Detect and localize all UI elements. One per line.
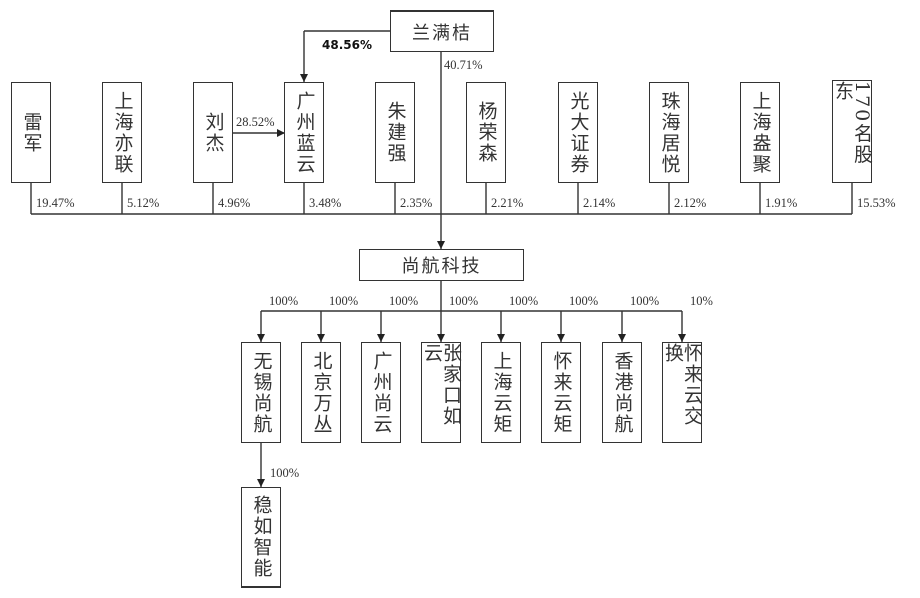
shareholder-name: 上海亦联 <box>111 90 134 175</box>
arrow-down-icon <box>497 334 505 342</box>
shareholder-pct-label: 2.12% <box>674 196 707 210</box>
subsidiary-pct-label: 10% <box>690 294 713 308</box>
subsidiary-name: 广州尚云 <box>370 350 393 435</box>
indirect-pct-label: 48.56% <box>322 38 372 52</box>
arrow-down-icon <box>257 334 265 342</box>
subsidiary-pct-label: 100% <box>329 294 359 308</box>
arrow-down-icon <box>618 334 626 342</box>
shareholder-name: 上海盎聚 <box>749 90 772 175</box>
subsidiary-pct-label: 100% <box>509 294 539 308</box>
subsidiary-pct-label: 100% <box>449 294 479 308</box>
shareholder-name: 雷军 <box>20 111 43 154</box>
shareholder-pct-label: 2.14% <box>583 196 616 210</box>
shareholder-pct-label: 2.21% <box>491 196 524 210</box>
liujie-lanyun-pct-label: 28.52% <box>236 115 275 129</box>
subsidiary-box: 北京万丛 <box>301 342 341 443</box>
shareholder-box: 上海亦联 <box>102 82 142 183</box>
arrow-down-icon <box>678 334 686 342</box>
arrow-down-icon <box>437 334 445 342</box>
subsidiary-name: 怀来云交换 <box>662 343 703 427</box>
company-box: 尚航科技 <box>359 249 524 281</box>
top-holder-name: 兰满桔 <box>412 22 472 44</box>
subsidiary-pct-label: 100% <box>630 294 660 308</box>
subsidiary-pct-label: 100% <box>269 294 299 308</box>
subsidiary-box: 无锡尚航 <box>241 342 281 443</box>
subsidiary-name: 北京万丛 <box>310 350 333 435</box>
shareholder-pct-label: 3.48% <box>309 196 342 210</box>
subsidiary-box: 上海云矩 <box>481 342 521 443</box>
subsidiary-name: 张家口如云 <box>421 343 462 427</box>
shareholder-name: 广州蓝云 <box>293 90 316 175</box>
subsidiary-pct-label: 100% <box>569 294 599 308</box>
direct-pct-label: 40.71% <box>444 58 483 72</box>
arrow-down-icon <box>377 334 385 342</box>
arrow-down-icon <box>300 74 308 82</box>
shareholder-name: 珠海居悦 <box>658 90 681 175</box>
shareholder-pct-label: 2.35% <box>400 196 433 210</box>
top-holder-box: 兰满桔 <box>390 10 494 52</box>
subsidiary-pct-label: 100% <box>389 294 419 308</box>
arrow-down-icon <box>557 334 565 342</box>
shareholder-box: 170名股东 <box>832 80 873 183</box>
arrow-down-icon <box>317 334 325 342</box>
arrow-down-icon <box>437 241 445 249</box>
subsidiary-box: 香港尚航 <box>602 342 642 443</box>
shareholder-name: 杨荣森 <box>475 101 498 164</box>
shareholder-box: 雷军 <box>11 82 51 183</box>
shareholder-name: 朱建强 <box>384 101 407 164</box>
subsidiary-name: 香港尚航 <box>611 350 634 435</box>
subsidiary-box: 广州尚云 <box>361 342 401 443</box>
shareholder-pct-label: 5.12% <box>127 196 160 210</box>
shareholder-box: 上海盎聚 <box>740 82 780 183</box>
shareholder-name: 170名股东 <box>832 81 873 166</box>
subsidiary-name: 怀来云矩 <box>550 350 573 435</box>
subsidiary-box: 张家口如云 <box>421 342 462 443</box>
shareholder-box: 光大证券 <box>558 82 598 183</box>
shareholder-name: 刘杰 <box>202 111 225 154</box>
shareholder-box: 杨荣森 <box>466 82 506 183</box>
shareholder-pct-label: 19.47% <box>36 196 75 210</box>
shareholder-box: 刘杰 <box>193 82 233 183</box>
arrow-right-icon <box>277 129 285 137</box>
subsidiary-box: 怀来云交换 <box>662 342 703 443</box>
shareholder-pct-label: 15.53% <box>857 196 896 210</box>
shareholder-name: 光大证券 <box>567 90 590 175</box>
grandchild-name: 稳如智能 <box>250 495 273 579</box>
subsidiary-name: 无锡尚航 <box>250 350 273 435</box>
shareholder-box: 朱建强 <box>375 82 415 183</box>
grandchild-pct-label: 100% <box>270 466 300 480</box>
shareholder-pct-label: 1.91% <box>765 196 798 210</box>
subsidiary-box: 怀来云矩 <box>541 342 581 443</box>
shareholder-pct-label: 4.96% <box>218 196 251 210</box>
company-name: 尚航科技 <box>401 256 482 277</box>
arrow-down-icon <box>257 479 265 487</box>
shareholder-box: 广州蓝云 <box>284 82 324 183</box>
grandchild-box: 稳如智能 <box>241 487 281 588</box>
subsidiary-name: 上海云矩 <box>490 350 513 435</box>
shareholder-box: 珠海居悦 <box>649 82 689 183</box>
